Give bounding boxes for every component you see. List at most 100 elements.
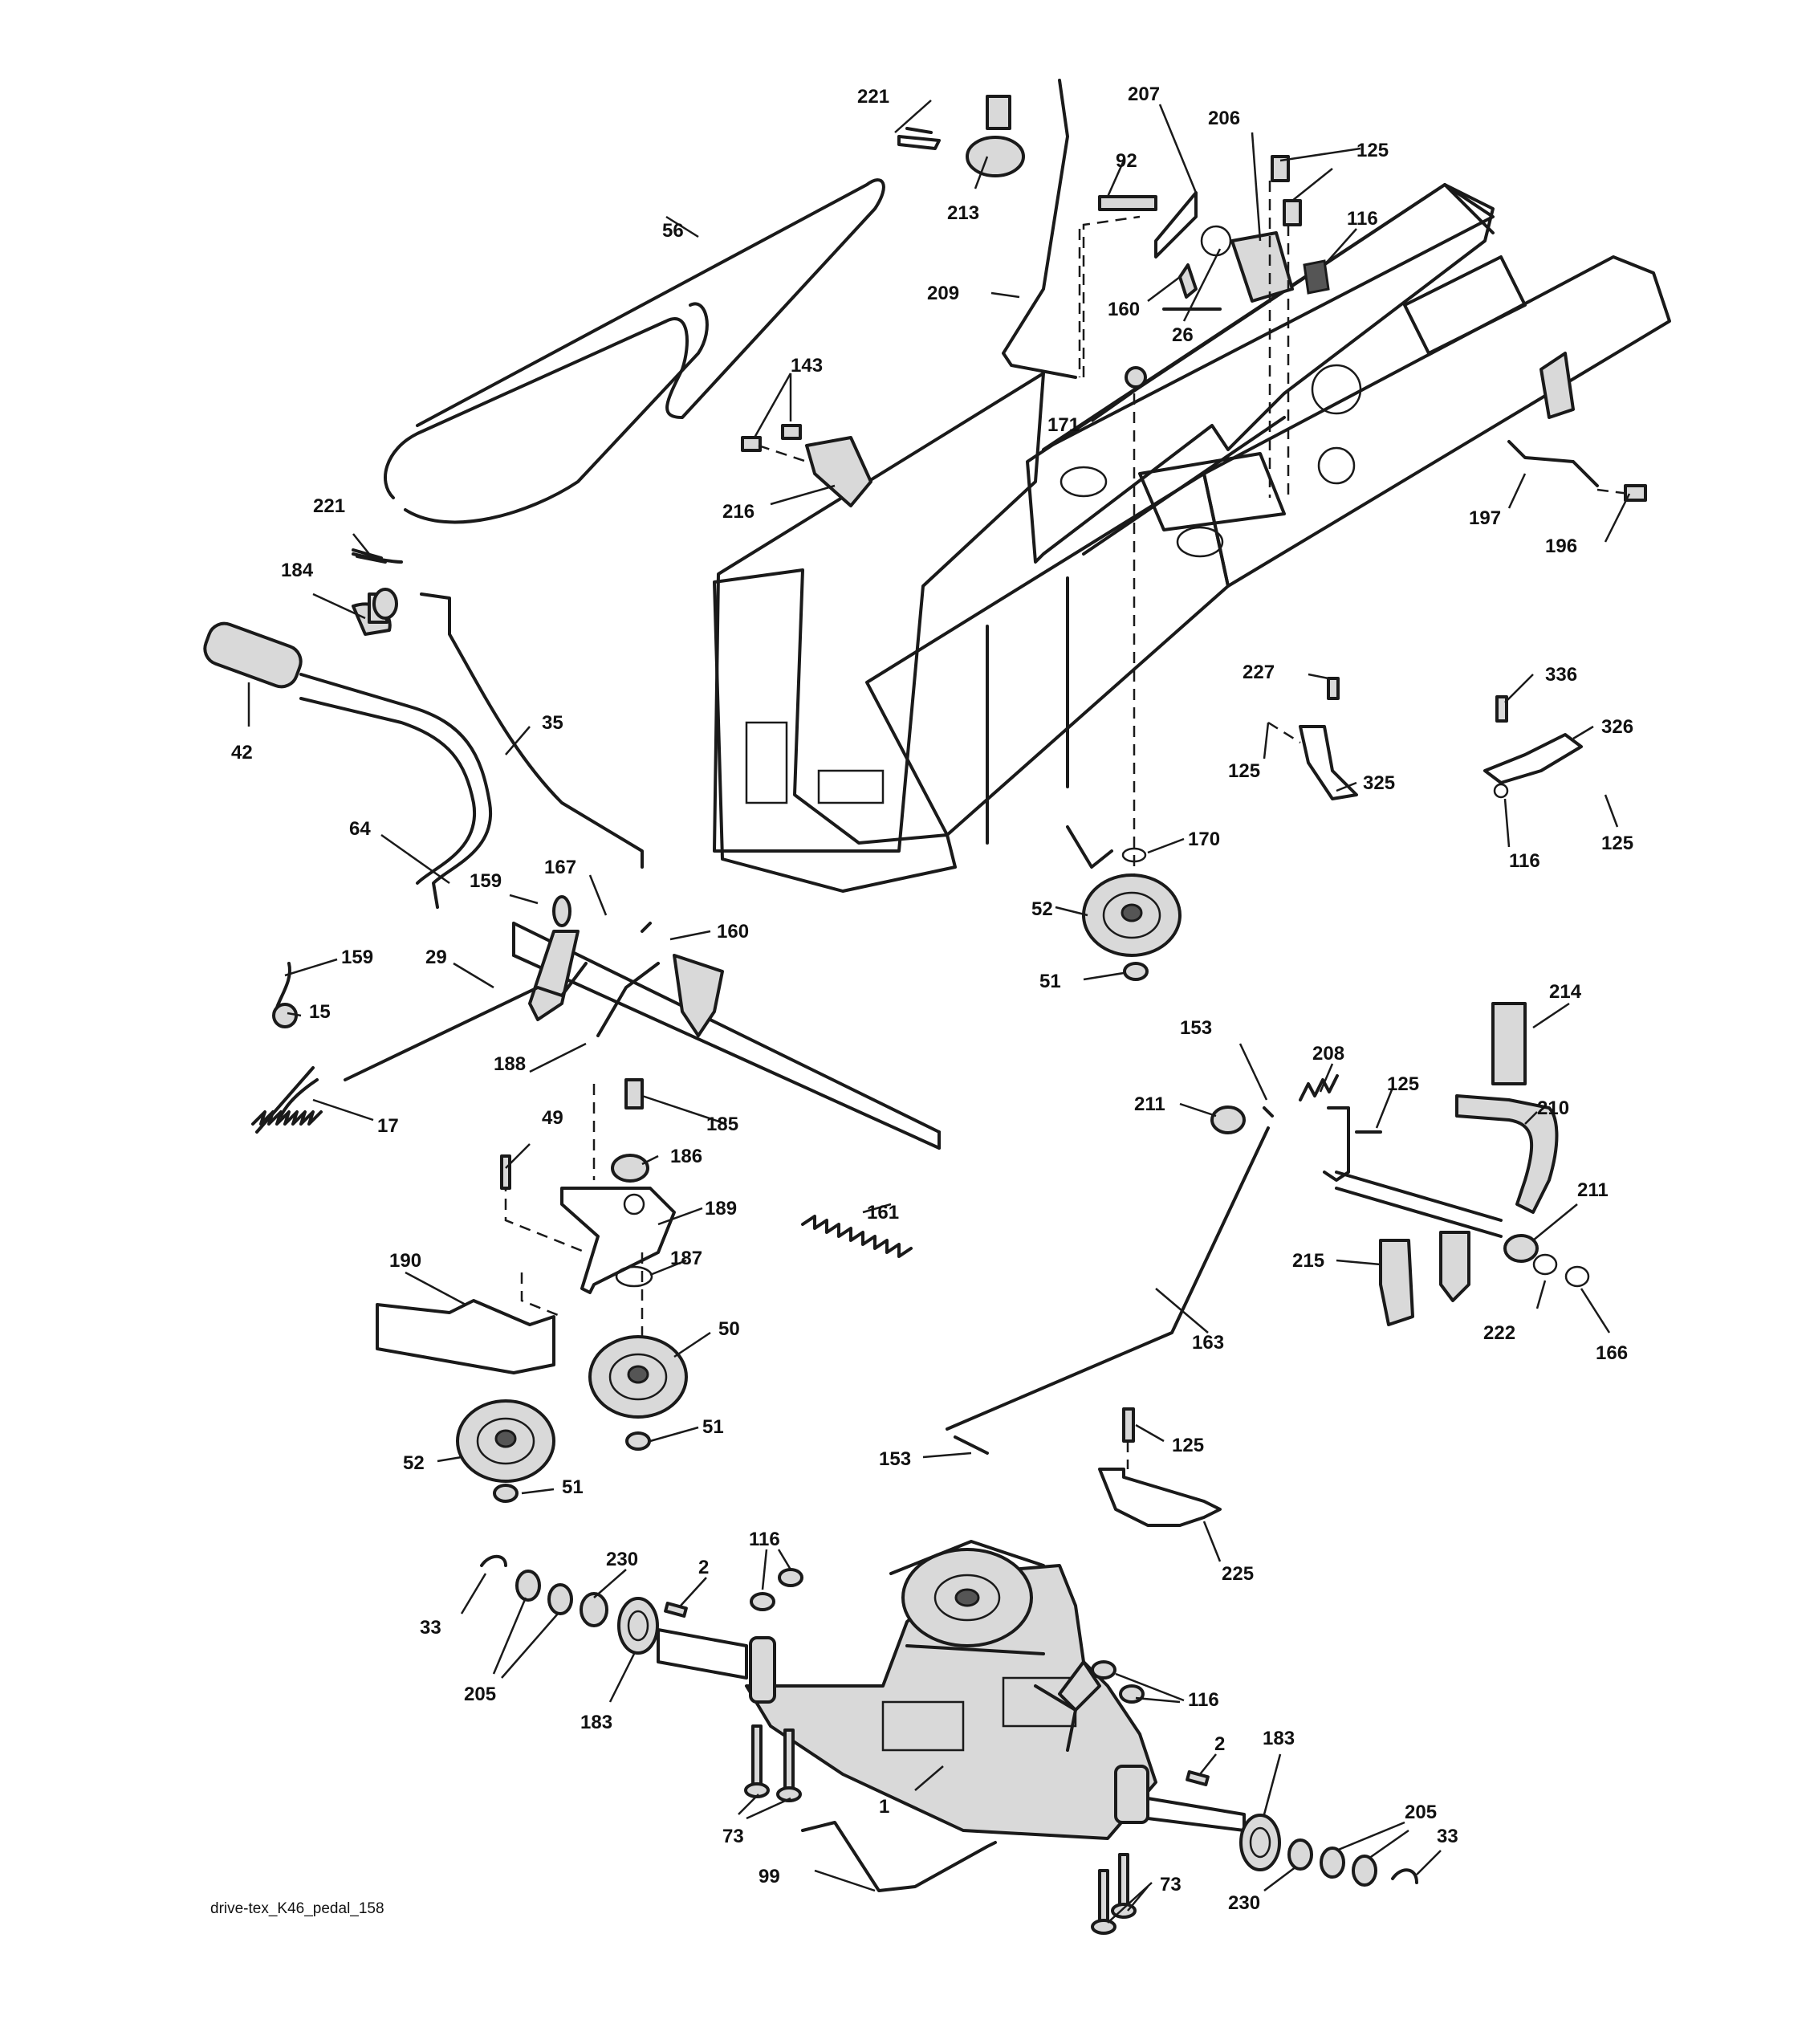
callout-163: 163	[1192, 1332, 1224, 1354]
callout-160-mid: 160	[717, 921, 749, 943]
callout-186: 186	[670, 1146, 702, 1167]
callout-92: 92	[1116, 150, 1137, 172]
callout-116-top: 116	[1347, 208, 1378, 230]
nut-51b	[625, 1431, 651, 1451]
callout-166: 166	[1596, 1342, 1628, 1364]
diagram-caption: drive-tex_K46_pedal_158	[210, 1900, 384, 1917]
callout-33-right: 33	[1437, 1826, 1458, 1847]
spring-17	[251, 1110, 323, 1126]
callout-2-right: 2	[1214, 1733, 1225, 1755]
top-hardware	[741, 135, 1330, 507]
callout-99: 99	[759, 1866, 780, 1887]
callout-188: 188	[494, 1053, 526, 1075]
lift-rod	[966, 79, 1141, 379]
callout-205-right: 205	[1405, 1802, 1437, 1823]
callout-171: 171	[1047, 414, 1080, 436]
left-lever-assembly	[203, 552, 941, 1150]
callout-42: 42	[231, 742, 253, 763]
frame-chassis	[713, 183, 1671, 893]
callout-161: 161	[867, 1202, 899, 1224]
callout-184: 184	[281, 560, 314, 581]
nut-51c	[493, 1484, 519, 1503]
callout-73-right: 73	[1160, 1874, 1182, 1895]
washer-170	[1121, 847, 1147, 863]
callout-143: 143	[791, 355, 823, 377]
bracket-326	[1483, 695, 1583, 799]
callout-159-lower: 159	[341, 947, 373, 968]
callout-50: 50	[718, 1318, 740, 1340]
callout-221-top: 221	[857, 86, 889, 108]
callout-325: 325	[1363, 772, 1395, 794]
callout-213: 213	[947, 202, 979, 224]
drive-belt	[384, 178, 885, 524]
right-axle-hardware	[1091, 1660, 1418, 1887]
callout-215: 215	[1292, 1250, 1324, 1272]
callout-227: 227	[1243, 662, 1275, 683]
callout-52-upper: 52	[1031, 898, 1053, 920]
idler-bracket	[376, 1078, 676, 1469]
idler-pulley-50	[588, 1335, 688, 1419]
callout-2-left: 2	[698, 1557, 709, 1578]
callout-49: 49	[542, 1107, 563, 1129]
misc-clips	[352, 127, 933, 620]
callout-29: 29	[425, 947, 447, 968]
callout-183-right: 183	[1263, 1728, 1295, 1749]
callout-211-right: 211	[1577, 1179, 1609, 1201]
callout-214: 214	[1549, 981, 1582, 1003]
callout-52-lower: 52	[403, 1452, 425, 1474]
callout-221-left: 221	[313, 495, 345, 517]
callout-185: 185	[706, 1114, 738, 1135]
callout-125-325: 125	[1228, 760, 1260, 782]
nut-51a	[1123, 962, 1149, 981]
callout-216: 216	[722, 501, 754, 523]
callout-207: 207	[1128, 83, 1160, 105]
callout-225: 225	[1222, 1563, 1254, 1585]
bracket-197	[1507, 440, 1647, 502]
callout-230-right: 230	[1228, 1892, 1260, 1914]
callout-51-mid: 51	[702, 1416, 724, 1438]
spring-161	[801, 1215, 913, 1258]
bracket-225	[1098, 1407, 1222, 1527]
callout-326: 326	[1601, 716, 1633, 738]
callout-153-upper: 153	[1180, 1017, 1212, 1039]
callout-116-326: 116	[1509, 850, 1540, 872]
callout-160-top: 160	[1108, 299, 1140, 320]
callout-33-left: 33	[420, 1617, 441, 1639]
callout-183-left: 183	[580, 1712, 612, 1733]
callout-189: 189	[705, 1198, 737, 1219]
callout-196: 196	[1545, 535, 1577, 557]
rod-170	[1066, 825, 1113, 869]
callout-labels: 221 213 207 206 125 92 116 56 209 160 26…	[231, 83, 1633, 1914]
callout-1: 1	[879, 1796, 889, 1818]
idler-pulley-52-lower	[456, 1399, 555, 1483]
left-axle-hardware	[480, 1554, 803, 1655]
brake-pedal-assembly	[946, 1002, 1590, 1455]
rod-99	[801, 1821, 997, 1892]
callout-116-axle-right: 116	[1188, 1689, 1219, 1711]
callout-190: 190	[389, 1250, 421, 1272]
callout-125-326: 125	[1601, 833, 1633, 854]
callout-197: 197	[1469, 507, 1501, 529]
callout-187: 187	[670, 1248, 702, 1269]
leader-lines	[247, 100, 1631, 1924]
idler-pulley-52-upper	[1082, 873, 1182, 957]
callout-51-lower: 51	[562, 1476, 584, 1498]
callout-64: 64	[349, 818, 371, 840]
bracket-325	[1267, 677, 1358, 800]
callout-125-top: 125	[1356, 140, 1389, 161]
callout-51-upper: 51	[1039, 971, 1061, 992]
callout-222: 222	[1483, 1322, 1515, 1344]
callout-153-lower: 153	[879, 1448, 911, 1470]
callout-15: 15	[309, 1001, 331, 1023]
callout-205-left: 205	[464, 1684, 496, 1705]
callout-125-225: 125	[1172, 1435, 1204, 1456]
callout-56: 56	[662, 220, 684, 242]
callout-35: 35	[542, 712, 563, 734]
callout-209: 209	[927, 283, 959, 304]
callout-230-left: 230	[606, 1549, 638, 1570]
callout-26: 26	[1172, 324, 1194, 346]
callout-73-left: 73	[722, 1826, 744, 1847]
callout-159-upper: 159	[470, 870, 502, 892]
callout-125-pedal: 125	[1387, 1073, 1419, 1095]
